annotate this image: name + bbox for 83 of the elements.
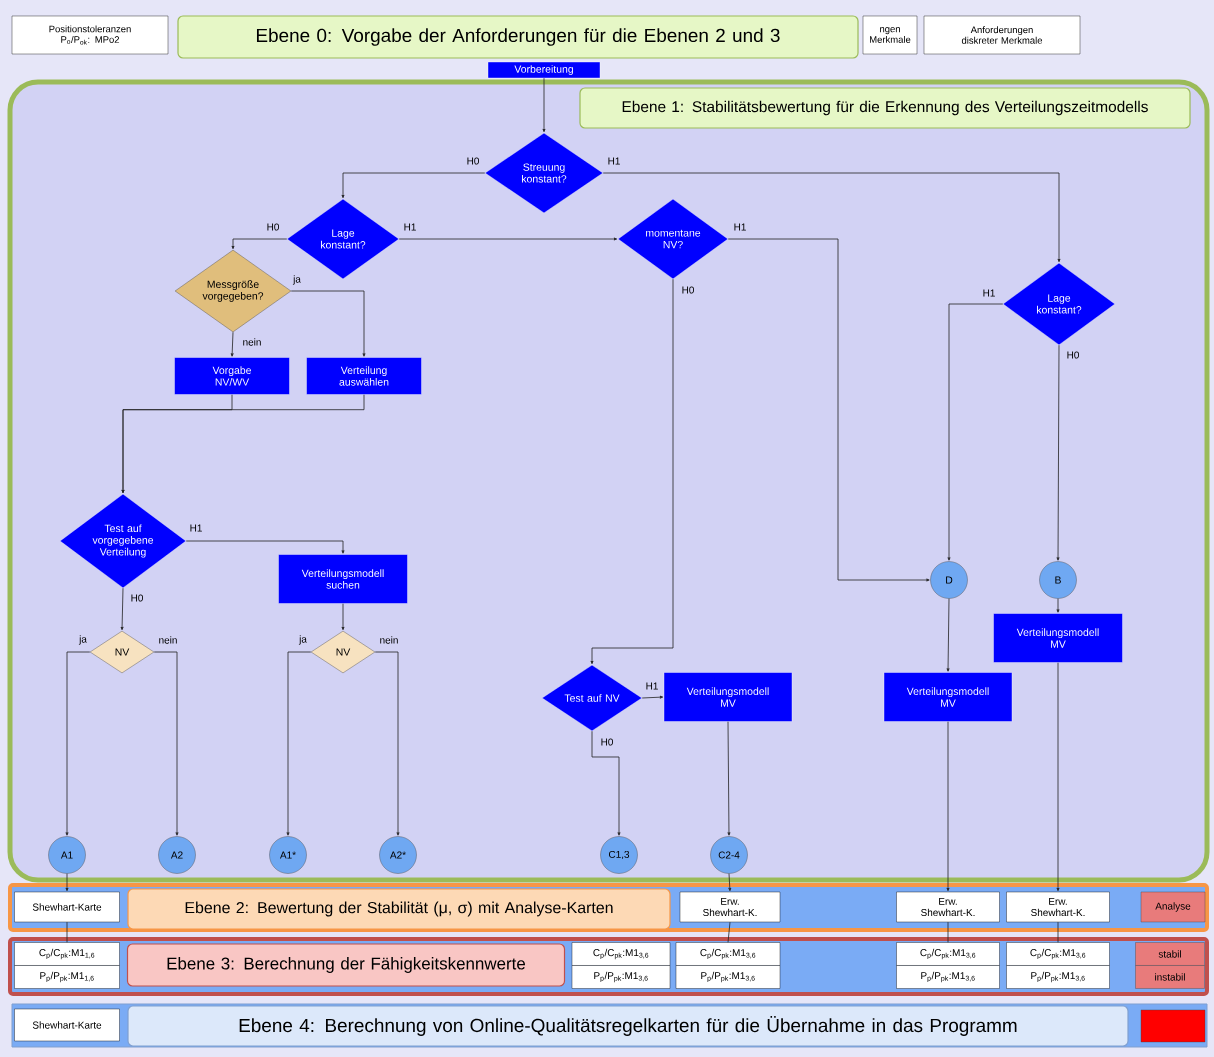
result-box: C$_{p}$/C$_{pk}$:M1$_{3,6}$ xyxy=(675,942,781,966)
arrow xyxy=(591,730,621,836)
arrow xyxy=(185,540,345,554)
result-box: Erw. Shewhart-K. xyxy=(1006,891,1110,923)
arrow xyxy=(153,651,179,836)
result-box: Erw. Shewhart-K. xyxy=(896,891,1000,923)
edge-label: ja xyxy=(78,635,87,645)
arrow xyxy=(290,290,366,357)
arrow xyxy=(65,651,91,836)
level-callout: Ebene 0: Vorgabe der Anforderungen für die Ebenen 2 und 3 xyxy=(177,15,859,59)
result-box: P$_{p}$/P$_{pk}$:M1$_{3,6}$ xyxy=(896,965,1000,989)
arrow xyxy=(230,331,234,357)
arrow xyxy=(590,278,674,665)
process-box: Vorbereitung xyxy=(487,61,601,79)
result-box: P$_{p}$/P$_{pk}$:M1$_{3,6}$ xyxy=(571,965,671,989)
arrow xyxy=(946,598,950,672)
edge-label: ja xyxy=(298,635,307,645)
arrow xyxy=(398,237,618,241)
arrow xyxy=(602,172,1061,263)
arrow xyxy=(374,651,400,836)
process-box: Vorgabe NV/WV xyxy=(174,357,290,395)
arrow xyxy=(947,303,1004,561)
status-box xyxy=(1140,1009,1206,1043)
edge-label: H0 xyxy=(682,286,694,294)
result-box: P$_{p}$/P$_{pk}$:M1$_{3,6}$ xyxy=(1006,965,1110,989)
status-box: Analyse xyxy=(1140,891,1206,923)
arrow xyxy=(120,587,124,631)
process-box: Verteilungsmodell MV xyxy=(663,672,793,722)
connector-line xyxy=(66,921,68,943)
connector-line xyxy=(727,921,731,943)
edge-label: H1 xyxy=(404,223,416,231)
edge-label: H1 xyxy=(190,524,202,532)
edge-label: nein xyxy=(159,636,177,644)
arrow xyxy=(728,873,732,892)
edge-label: H1 xyxy=(646,682,658,690)
arrow xyxy=(1056,598,1060,613)
status-box: stabil xyxy=(1135,942,1205,966)
arrow xyxy=(1056,344,1060,561)
level-callout: Ebene 3: Berechnung der Fähigkeitskennwerte xyxy=(126,943,566,987)
edge-label: nein xyxy=(380,636,398,644)
edge-label: H0 xyxy=(601,738,613,746)
arrow xyxy=(121,394,365,494)
result-box: C$_{p}$/C$_{pk}$:M1$_{3,6}$ xyxy=(571,942,671,966)
edge-label: H0 xyxy=(131,594,143,602)
edge-label: nein xyxy=(243,338,261,346)
result-box: C$_{p}$/C$_{pk}$:M1$_{3,6}$ xyxy=(1006,942,1110,966)
arrow xyxy=(641,695,664,699)
arrow xyxy=(341,172,486,199)
arrow xyxy=(946,721,950,892)
arrow xyxy=(341,603,345,631)
arrow xyxy=(65,873,69,892)
edge-label: H1 xyxy=(983,289,995,297)
level-callout: Ebene 2: Bewertung der Stabilität (μ, σ) mit Analyse-Karten xyxy=(127,888,671,930)
process-box: Verteilung auswählen xyxy=(306,357,422,395)
result-box: Shewhart-Karte xyxy=(14,1008,120,1042)
edge-label: H0 xyxy=(467,157,479,165)
process-box: Verteilungsmodell MV xyxy=(993,613,1123,663)
process-box: Verteilungsmodell MV xyxy=(883,672,1013,722)
arrow xyxy=(727,238,930,582)
result-box: P$_{p}$/P$_{pk}$:M1$_{1,6}$ xyxy=(14,965,120,989)
level-callout: Ebene 1: Stabilitätsbewertung für die Erkennung des Verteilungszeitmodells xyxy=(579,87,1191,129)
connector-line xyxy=(947,921,949,943)
arrow xyxy=(286,651,312,836)
edge-label: H0 xyxy=(1067,351,1079,359)
level-callout: Ebene 4: Berechnung von Online-Qualitätsregelkarten für die Übernahme in das Programm xyxy=(127,1005,1129,1047)
requirement-box: Anforderungen diskreter Merkmale xyxy=(923,15,1081,55)
result-box: Erw. Shewhart-K. xyxy=(679,891,781,923)
result-box: C$_{p}$/C$_{pk}$:M1$_{1,6}$ xyxy=(14,942,120,966)
edge-label: H1 xyxy=(608,157,620,165)
arrow xyxy=(542,77,546,133)
result-box: C$_{p}$/C$_{pk}$:M1$_{3,6}$ xyxy=(896,942,1000,966)
process-box: Verteilungsmodell suchen xyxy=(278,554,408,604)
edge-label: H1 xyxy=(734,223,746,231)
requirement-box: ngen Merkmale xyxy=(862,15,918,55)
result-box: Shewhart-Karte xyxy=(14,891,120,923)
connector-line xyxy=(1057,921,1059,943)
result-box: P$_{p}$/P$_{pk}$:M1$_{3,6}$ xyxy=(675,965,781,989)
arrow xyxy=(727,721,731,836)
requirement-box: Positionstoleranzen P$_{o}$/P$_{ok}$: MPo2 xyxy=(11,15,169,55)
edge-label: H0 xyxy=(267,223,279,231)
arrow xyxy=(231,238,288,250)
arrow xyxy=(1056,662,1060,892)
status-box: instabil xyxy=(1135,965,1205,989)
